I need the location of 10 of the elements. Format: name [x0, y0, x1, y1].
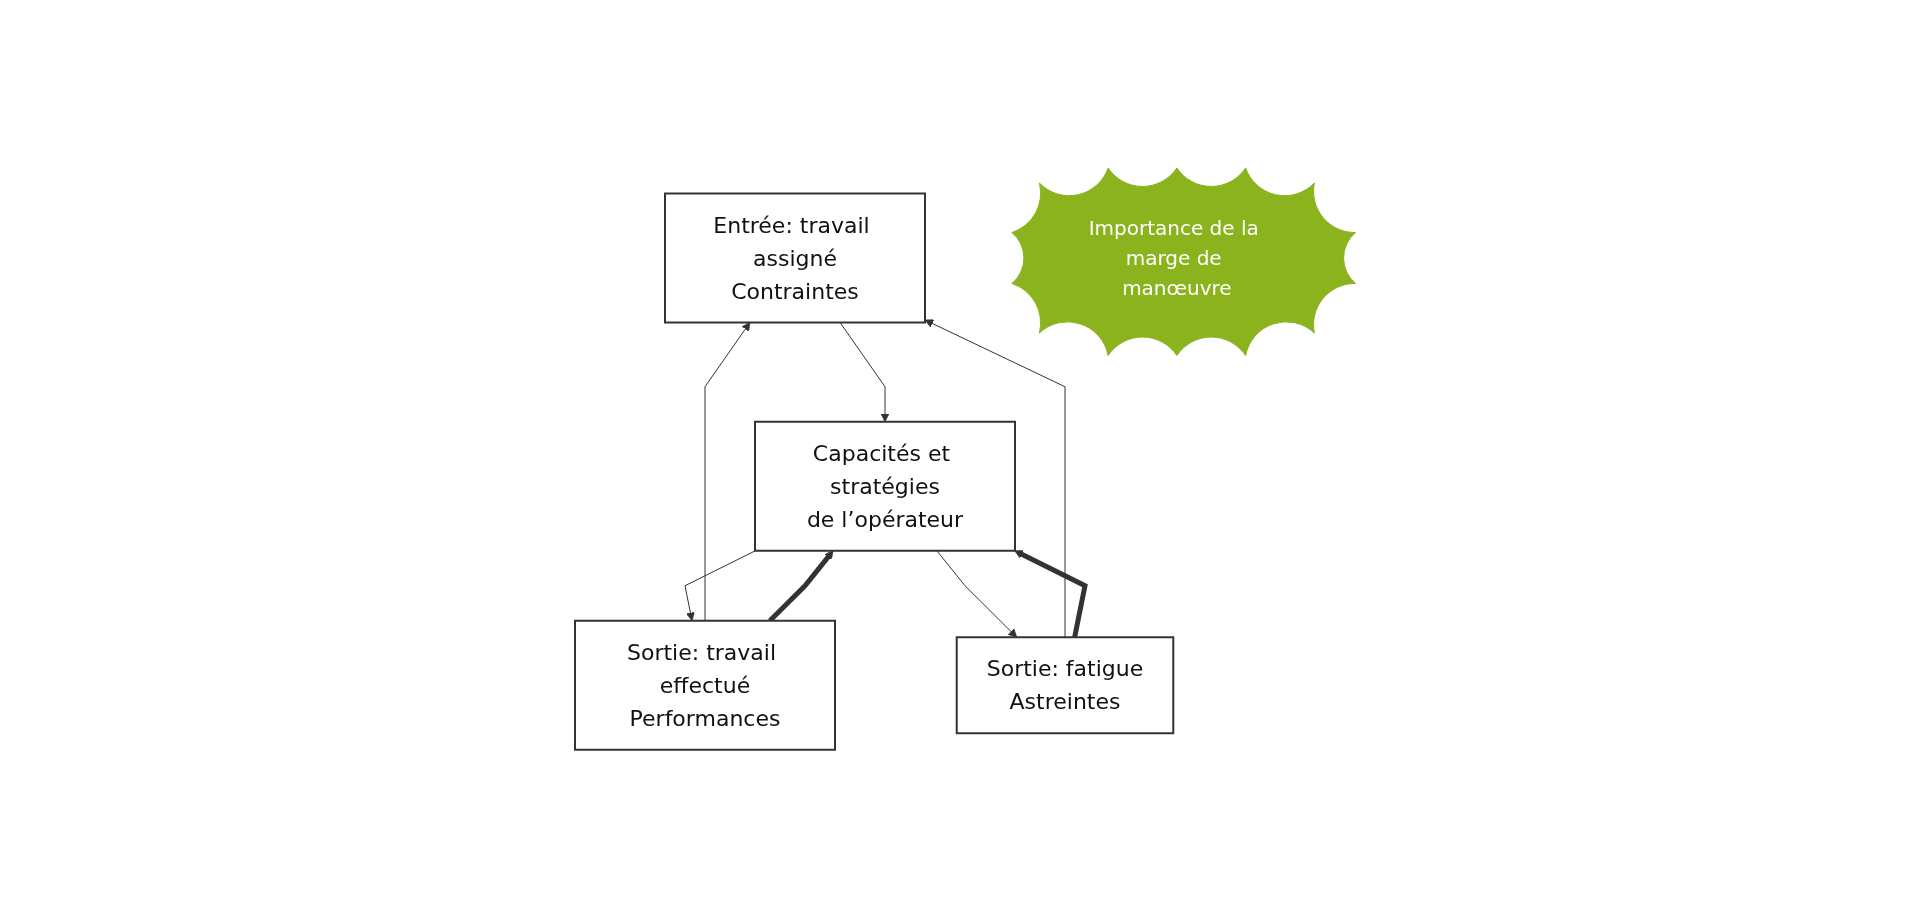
arrow	[839, 322, 890, 423]
node-box: Sortie: travail effectué Performances	[574, 619, 837, 751]
arrow	[1014, 550, 1088, 638]
arrow	[684, 550, 757, 622]
node-box: Sortie: fatigue Astreintes	[955, 636, 1175, 735]
arrow	[924, 319, 1066, 638]
arrow	[704, 322, 751, 622]
node-box: Capacités et stratégies de l’opérateur	[754, 420, 1017, 552]
arrow	[936, 550, 1018, 638]
node-box: Entrée: travail assigné Contraintes	[664, 192, 927, 324]
